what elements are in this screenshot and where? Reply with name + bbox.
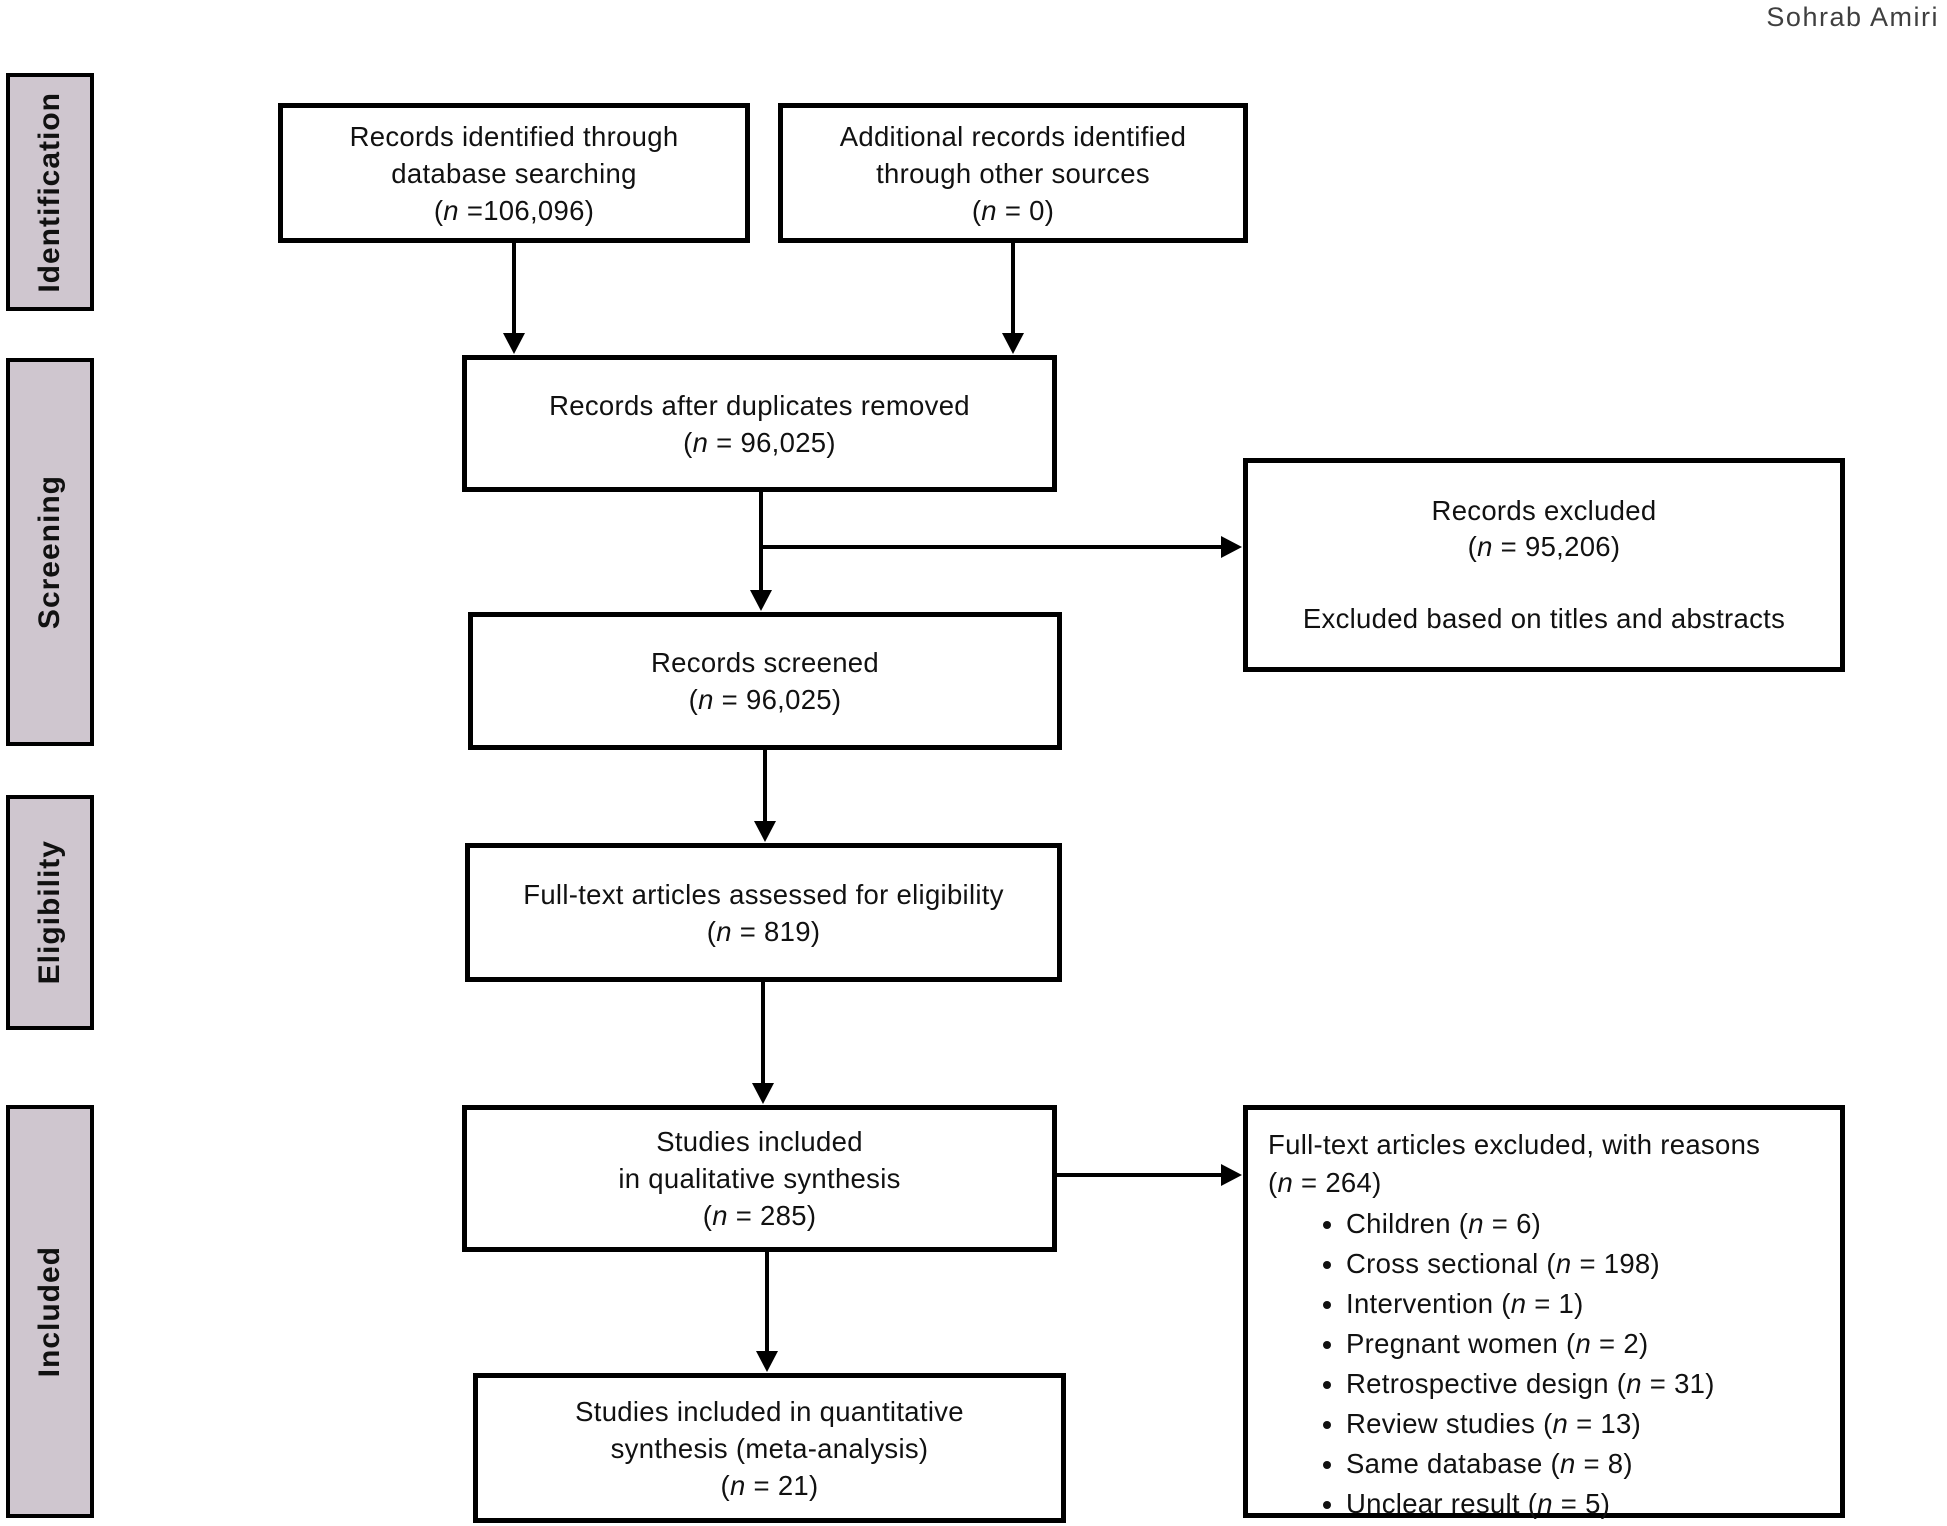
box-text-line: Full-text articles assessed for eligibil…: [523, 878, 1004, 910]
sidebar-stage-identification: Identification: [6, 73, 94, 311]
stage-label-identification: Identification: [33, 91, 66, 293]
box-text-line: synthesis (meta-analysis): [610, 1432, 929, 1464]
box-text-line: (n = 96,025): [683, 426, 836, 458]
sidebar-stage-included: Included: [6, 1105, 94, 1518]
exclusion-reason-item: Unclear result (n = 5): [1346, 1486, 1832, 1521]
exclusion-reason-item: Pregnant women (n = 2): [1346, 1326, 1832, 1361]
box-text-line: Studies included in quantitative: [575, 1395, 964, 1427]
stage-label-screening: Screening: [33, 474, 66, 630]
stage-label-included: Included: [33, 1245, 66, 1378]
box-text-line: Studies included: [656, 1126, 863, 1157]
exclusion-reason-item: Review studies (n = 13): [1346, 1406, 1832, 1441]
box-fulltext-excluded: Full-text articles excluded, with reason…: [1243, 1105, 1845, 1519]
box-text-line: Records screened: [651, 647, 879, 678]
author-name: Sohrab Amiri: [1766, 2, 1939, 32]
exclusion-reason-item: Cross sectional (n = 198): [1346, 1246, 1832, 1281]
box-records-screened: Records screened (n = 96,025): [468, 612, 1062, 750]
box-text-line: (n = 0): [971, 194, 1055, 226]
exclusion-reasons-list: Children (n = 6) Cross sectional (n = 19…: [1268, 1206, 1832, 1526]
sidebar-stage-screening: Screening: [6, 358, 94, 746]
exclusion-reason-item: Intervention (n = 1): [1346, 1286, 1832, 1321]
arrow-fulltext-to-qualitative: [752, 982, 774, 1104]
arrow-branch-to-records-excluded: [761, 536, 1242, 558]
box-text-line: (n = 285): [702, 1200, 817, 1231]
box-text-line: (n = 95,206): [1467, 531, 1621, 562]
box-text-line: Additional records identified: [839, 120, 1187, 152]
box-records-excluded: Records excluded (n = 95,206) Excluded b…: [1243, 458, 1845, 672]
exclusion-reason-item: Retrospective design (n = 31): [1346, 1366, 1832, 1401]
exclusion-reason-item: Children (n = 6): [1346, 1206, 1832, 1241]
arrow-qualitative-to-fulltext-excluded: [1057, 1164, 1242, 1186]
arrow-identified-to-duplicates: [503, 243, 525, 354]
box-text-line: Records identified through: [349, 120, 679, 152]
arrow-qualitative-to-quantitative: [756, 1252, 778, 1372]
box-text-line: in qualitative synthesis: [618, 1163, 901, 1194]
box-records-identified: Records identified through database sear…: [278, 103, 750, 243]
box-text-line: through other sources: [876, 157, 1150, 189]
box-fulltext-assessed: Full-text articles assessed for eligibil…: [465, 843, 1062, 982]
arrow-additional-to-duplicates: [1002, 243, 1024, 354]
arrow-duplicates-to-screened: [750, 492, 772, 611]
box-text-line: Records after duplicates removed: [549, 389, 970, 421]
box-text-line: (n =106,096): [433, 194, 595, 226]
arrow-screened-to-fulltext: [754, 750, 776, 842]
box-qualitative-synthesis: Studies included in qualitative synthesi…: [462, 1105, 1057, 1252]
box-additional-records: Additional records identified through ot…: [778, 103, 1248, 243]
stage-label-eligibility: Eligibility: [33, 840, 66, 985]
box-text-line: Excluded based on titles and abstracts: [1302, 603, 1786, 634]
box-text-line: database searching: [391, 157, 637, 189]
box-text-line: Full-text articles excluded, with reason…: [1268, 1129, 1761, 1160]
exclusion-reason-item: Same database (n = 8): [1346, 1446, 1832, 1481]
box-text-line: (n = 96,025): [688, 684, 842, 715]
sidebar-stage-eligibility: Eligibility: [6, 795, 94, 1030]
box-text-line: (n = 21): [720, 1469, 819, 1501]
box-text-line: (n = 819): [706, 915, 821, 947]
box-text-line: Records excluded: [1431, 495, 1657, 526]
box-duplicates-removed: Records after duplicates removed (n = 96…: [462, 355, 1057, 492]
box-quantitative-synthesis: Studies included in quantitative synthes…: [473, 1373, 1066, 1523]
box-text-line: (n = 264): [1268, 1167, 1382, 1198]
